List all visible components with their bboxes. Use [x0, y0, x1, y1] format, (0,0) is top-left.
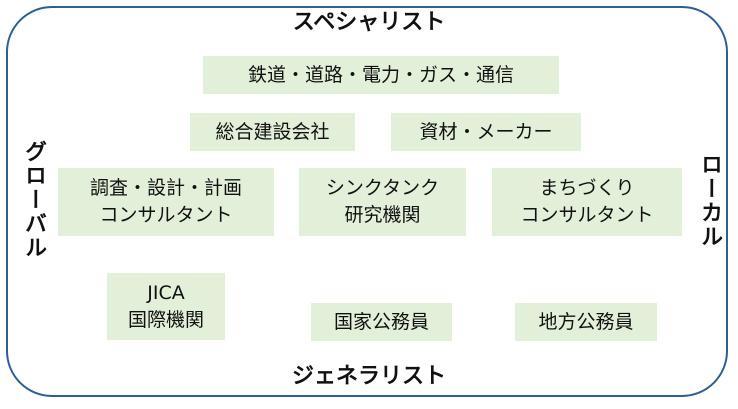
box-town-planning-consultant-line2: コンサルタント — [520, 204, 654, 226]
box-jica-line2: 国際機関 — [127, 308, 204, 331]
box-infrastructure-label: 鉄道・道路・電力・ガス・通信 — [247, 63, 514, 86]
axis-label-specialist: スペシャリスト — [292, 10, 446, 35]
box-town-planning-consultant: まちづくり コンサルタント — [492, 168, 682, 236]
box-national-civil-servant: 国家公務員 — [311, 303, 452, 341]
box-survey-design-consultant-line1: 調査・設計・計画 — [89, 177, 242, 199]
box-infrastructure: 鉄道・道路・電力・ガス・通信 — [203, 56, 559, 94]
axis-label-generalist: ジェネラリスト — [291, 364, 446, 389]
box-survey-design-consultant: 調査・設計・計画 コンサルタント — [58, 168, 274, 236]
diagram-frame — [6, 6, 728, 397]
box-survey-design-consultant-line2: コンサルタント — [99, 204, 233, 226]
box-think-tank: シンクタンク 研究機関 — [299, 168, 466, 236]
box-think-tank-line1: シンクタンク — [325, 177, 440, 199]
box-materials-maker: 資材・メーカー — [391, 113, 581, 151]
box-general-construction-label: 総合建設会社 — [215, 120, 330, 143]
box-jica: JICA 国際機関 — [107, 273, 225, 340]
box-materials-maker-label: 資材・メーカー — [419, 120, 553, 143]
box-local-civil-servant-label: 地方公務員 — [538, 310, 634, 333]
box-jica-line1: JICA — [147, 281, 185, 304]
axis-label-local: ローカル — [697, 153, 722, 249]
axis-label-global: グローバル — [21, 140, 46, 260]
box-national-civil-servant-label: 国家公務員 — [333, 310, 429, 333]
box-general-construction: 総合建設会社 — [190, 113, 355, 151]
box-town-planning-consultant-line1: まちづくり — [539, 177, 635, 199]
box-local-civil-servant: 地方公務員 — [515, 303, 657, 341]
box-think-tank-line2: 研究機関 — [344, 204, 421, 226]
